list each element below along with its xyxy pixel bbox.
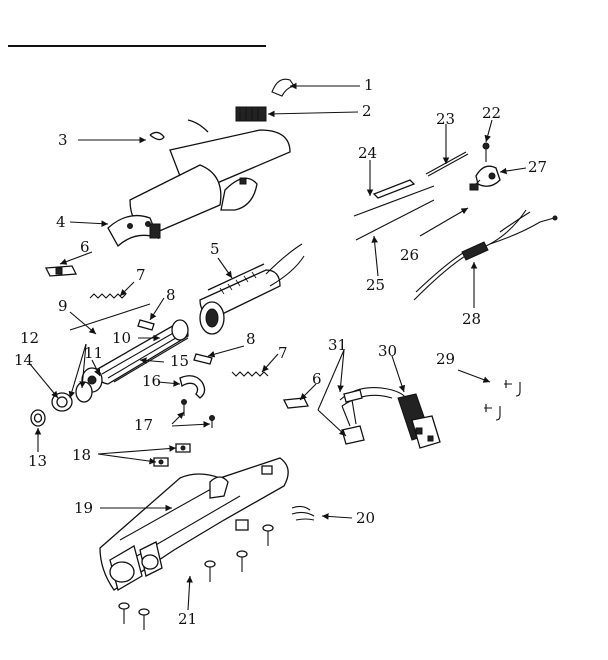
callout-2: 2 (362, 102, 372, 120)
callout-12: 12 (20, 329, 39, 347)
part-20-tab (291, 505, 315, 521)
callout-labels: 1 2 3 4 6 5 7 8 9 10 12 11 14 15 8 7 16 … (14, 76, 547, 628)
part-29-prongs (484, 380, 521, 421)
part-19-handle (99, 457, 289, 591)
callout-15: 15 (170, 352, 189, 370)
callout-4: 4 (56, 213, 66, 231)
callout-8b: 8 (246, 330, 256, 348)
callout-9: 9 (58, 297, 68, 315)
part-25-wire (353, 185, 435, 217)
callout-25: 25 (366, 276, 385, 294)
callout-18: 18 (72, 446, 91, 464)
callout-21: 21 (178, 610, 197, 628)
callout-26: 26 (400, 246, 419, 264)
callout-13: 13 (28, 452, 47, 470)
callout-29: 29 (436, 350, 455, 368)
callout-24: 24 (358, 144, 377, 162)
callout-7a: 7 (136, 266, 146, 284)
part-31-switch (341, 399, 365, 445)
callout-28: 28 (462, 310, 481, 328)
callout-11: 11 (84, 344, 103, 362)
callout-22: 22 (482, 104, 501, 122)
callout-3: 3 (58, 131, 68, 149)
part-3-housing (129, 119, 291, 236)
callout-27: 27 (528, 158, 547, 176)
part-24-slide (372, 179, 416, 199)
callout-14: 14 (14, 351, 33, 369)
callout-23: 23 (436, 110, 455, 128)
part-16-clip (179, 375, 206, 399)
part-1-clip (271, 78, 295, 97)
part-28-fuse (413, 209, 558, 301)
callout-19: 19 (74, 499, 93, 517)
callout-17: 17 (134, 416, 153, 434)
part-6-bracket-right (282, 397, 310, 409)
part-2-screen (235, 106, 267, 122)
callout-8a: 8 (166, 286, 176, 304)
part-8-pin (137, 319, 155, 331)
part-7-spring-lower (231, 371, 269, 377)
callout-20: 20 (356, 509, 375, 527)
callout-6b: 6 (312, 370, 322, 388)
parts-artwork (30, 78, 558, 630)
callout-5: 5 (210, 240, 220, 258)
leader-lines (29, 82, 527, 611)
callout-7b: 7 (278, 344, 288, 362)
callout-31: 31 (328, 336, 347, 354)
callout-1: 1 (364, 76, 374, 94)
callout-16: 16 (142, 372, 161, 390)
part-12-cap (75, 381, 93, 403)
part-21-screws (118, 524, 274, 630)
callout-6a: 6 (80, 238, 90, 256)
part-30-cord (339, 387, 441, 449)
part-27-thermostat (469, 165, 501, 191)
part-4-ring (107, 214, 161, 248)
callout-10: 10 (112, 329, 131, 347)
part-5-heater (199, 243, 305, 335)
part-9-barrel (69, 303, 189, 393)
callout-30: 30 (378, 342, 397, 360)
part-8-pin-lower (193, 353, 213, 365)
